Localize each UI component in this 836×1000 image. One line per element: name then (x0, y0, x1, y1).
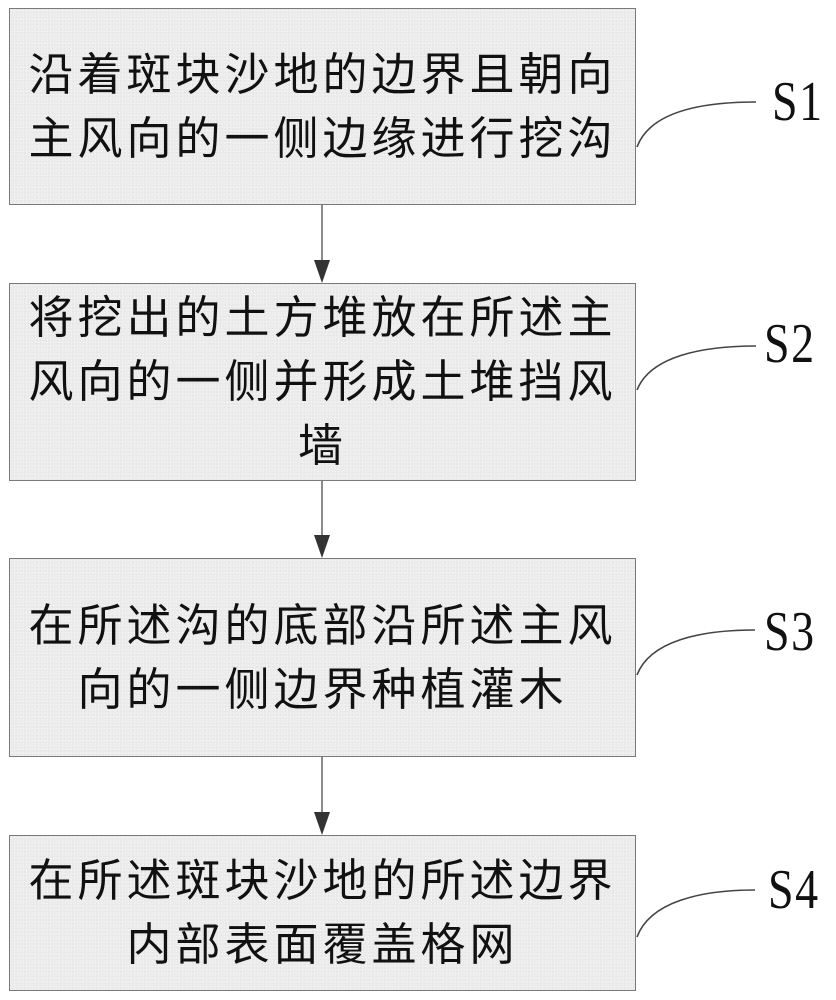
step-text-s4: 在所述斑块沙地的所述边界 内部表面覆盖格网 (18, 849, 626, 977)
leader-curve-s2 (636, 345, 757, 391)
leader-curve-s1 (636, 101, 757, 148)
step-text-line: 沿着斑块沙地的边界且朝向 (28, 47, 617, 101)
arrowhead-icon (314, 260, 330, 283)
step-text-s2: 将挖出的土方堆放在所述主 风向的一侧并形成土堆挡风 墙 (18, 286, 626, 478)
step-box-s1: 沿着斑块沙地的边界且朝向 主风向的一侧边缘进行挖沟 (9, 8, 636, 205)
step-box-s4: 在所述斑块沙地的所述边界 内部表面覆盖格网 (9, 835, 636, 991)
step-label-s1: S1 (772, 71, 824, 133)
arrow-s2-to-s3 (314, 481, 330, 558)
arrowhead-icon (314, 535, 330, 558)
step-text-line: 向的一侧边界种植灌木 (77, 662, 568, 716)
step-text-line: 在所述沟的底部沿所述主风 (28, 598, 617, 652)
step-label-s4: S4 (768, 859, 820, 921)
step-label-s2: S2 (764, 313, 816, 375)
step-text-line: 风向的一侧并形成土堆挡风 (28, 355, 617, 408)
step-text-line: 墙 (297, 419, 347, 472)
leader-curve-s4 (636, 889, 756, 938)
step-box-s3: 在所述沟的底部沿所述主风 向的一侧边界种植灌木 (9, 558, 636, 757)
step-text-line: 在所述斑块沙地的所述边界 (28, 854, 617, 907)
step-text-line: 内部表面覆盖格网 (126, 918, 519, 971)
step-text-line: 将挖出的土方堆放在所述主 (28, 291, 617, 344)
leader-curve-s3 (636, 629, 756, 676)
step-label-s3: S3 (764, 601, 816, 663)
step-text-line: 主风向的一侧边缘进行挖沟 (28, 111, 617, 165)
step-text-s1: 沿着斑块沙地的边界且朝向 主风向的一侧边缘进行挖沟 (18, 43, 626, 171)
step-text-s3: 在所述沟的底部沿所述主风 向的一侧边界种植灌木 (18, 594, 626, 722)
step-box-s2: 将挖出的土方堆放在所述主 风向的一侧并形成土堆挡风 墙 (9, 283, 636, 481)
arrow-s3-to-s4 (314, 757, 330, 835)
arrowhead-icon (314, 812, 330, 835)
arrow-s1-to-s2 (314, 205, 330, 283)
